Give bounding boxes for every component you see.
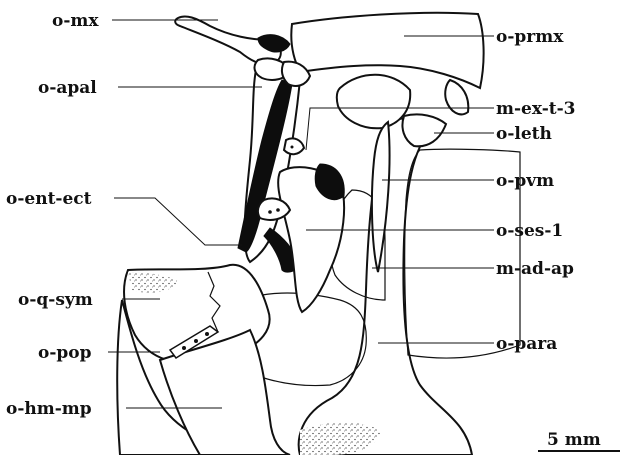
vomer-head: [337, 75, 411, 129]
label-o-ses-1: o-ses-1: [496, 221, 563, 241]
label-o-pop: o-pop: [38, 343, 92, 363]
label-o-ent-ect: o-ent-ect: [6, 189, 92, 209]
label-o-apal: o-apal: [38, 78, 97, 98]
scale-bar: 5 mm: [538, 430, 620, 451]
label-o-pvm: o-pvm: [496, 171, 554, 191]
label-m-ex-t-3: m-ex-t-3: [496, 99, 576, 119]
premaxilla-ascending-process-right: [445, 80, 468, 114]
label-m-ad-ap: m-ad-ap: [496, 259, 574, 279]
label-o-q-sym: o-q-sym: [18, 290, 93, 310]
label-o-prmx: o-prmx: [496, 27, 564, 47]
label-o-mx: o-mx: [52, 11, 99, 31]
connector-small-joint: [284, 138, 304, 154]
scale-bar-label: 5 mm: [547, 430, 601, 450]
lateral-ethmoid-bone: [402, 114, 446, 146]
label-o-para: o-para: [496, 334, 557, 354]
label-o-leth: o-leth: [496, 124, 552, 144]
label-o-hm-mp: o-hm-mp: [6, 399, 92, 419]
